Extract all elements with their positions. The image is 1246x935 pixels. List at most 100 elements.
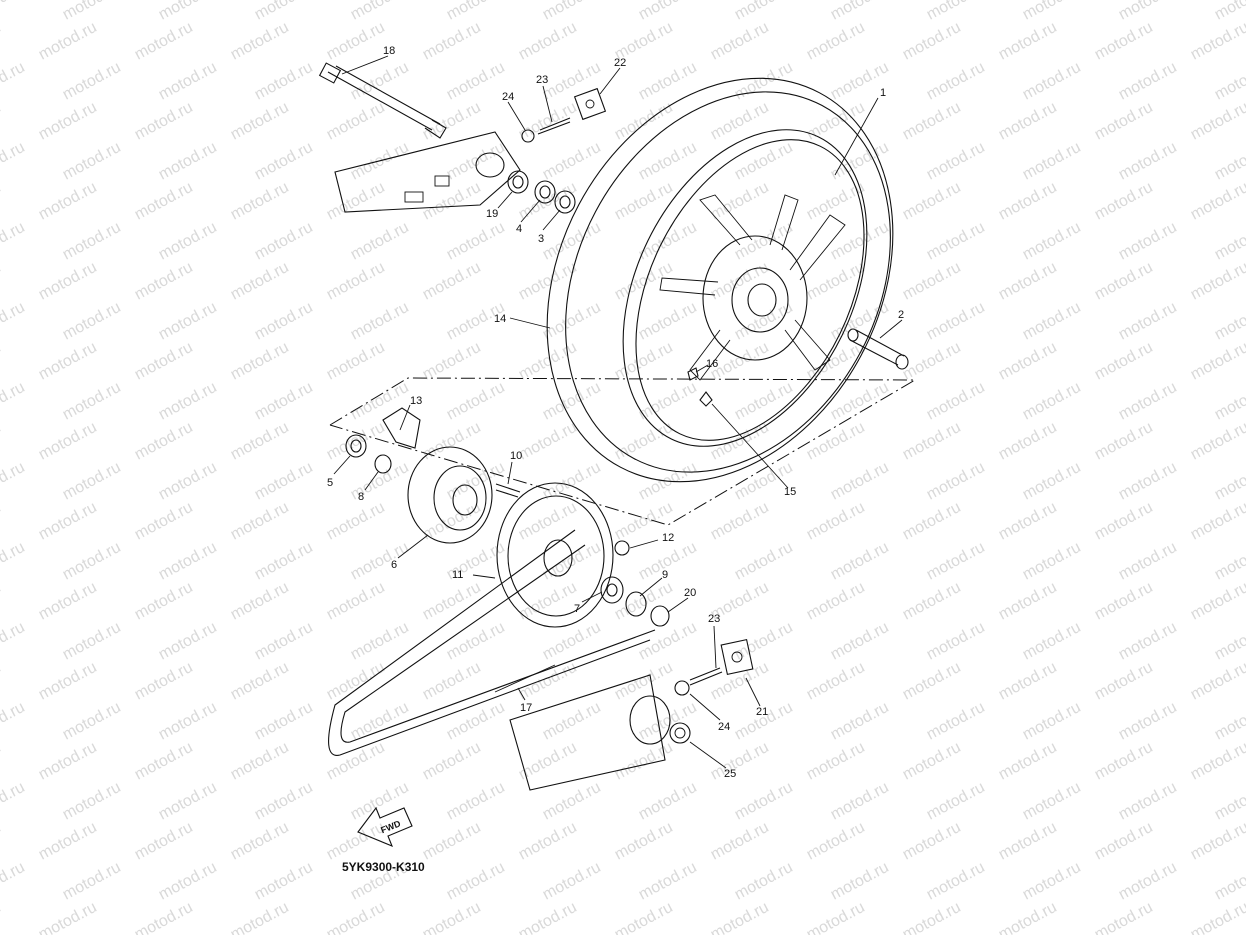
watermark-text: motod.ru bbox=[420, 259, 484, 304]
watermark-text: motod.ru bbox=[324, 499, 388, 544]
watermark-text: motod.ru bbox=[708, 659, 772, 704]
watermark-text: motod.ru bbox=[0, 659, 4, 704]
watermark-text: motod.ru bbox=[1188, 819, 1246, 864]
watermark-text: motod.ru bbox=[348, 379, 412, 424]
watermark-text: motod.ru bbox=[804, 659, 868, 704]
watermark-text: motod.ru bbox=[804, 499, 868, 544]
watermark-text: motod.ru bbox=[708, 499, 772, 544]
spacer-19 bbox=[507, 170, 529, 194]
watermark-text: motod.ru bbox=[1212, 59, 1246, 104]
watermark-text: motod.ru bbox=[900, 419, 964, 464]
watermark-text: motod.ru bbox=[612, 259, 676, 304]
watermark-text: motod.ru bbox=[252, 59, 316, 104]
watermark-text: motod.ru bbox=[324, 99, 388, 144]
watermark-text: motod.ru bbox=[0, 859, 28, 904]
watermark-text: motod.ru bbox=[1116, 219, 1180, 264]
watermark-text: motod.ru bbox=[924, 859, 988, 904]
watermark-text: motod.ru bbox=[540, 699, 604, 744]
watermark-text: motod.ru bbox=[60, 859, 124, 904]
watermark-text: motod.ru bbox=[348, 219, 412, 264]
watermark-text: motod.ru bbox=[612, 819, 676, 864]
stud-bolt-10 bbox=[495, 483, 521, 498]
watermark-text: motod.ru bbox=[156, 59, 220, 104]
watermark-text: motod.ru bbox=[708, 739, 772, 784]
bolt-23-top bbox=[537, 117, 571, 135]
watermark-text: motod.ru bbox=[36, 659, 100, 704]
callout-25: 25 bbox=[724, 768, 736, 780]
watermark-text: motod.ru bbox=[636, 859, 700, 904]
watermark-text: motod.ru bbox=[324, 739, 388, 784]
watermark-text: motod.ru bbox=[996, 899, 1060, 935]
watermark-text: motod.ru bbox=[708, 179, 772, 224]
watermark-text: motod.ru bbox=[420, 819, 484, 864]
leader-lines bbox=[333, 55, 903, 769]
watermark-text: motod.ru bbox=[804, 259, 868, 304]
watermark-text: motod.ru bbox=[1092, 499, 1156, 544]
callout-22: 22 bbox=[614, 57, 626, 69]
callout-5: 5 bbox=[327, 477, 333, 489]
watermark-text: motod.ru bbox=[228, 99, 292, 144]
watermark-text: motod.ru bbox=[156, 619, 220, 664]
watermark-text: motod.ru bbox=[1188, 259, 1246, 304]
watermark-text: motod.ru bbox=[732, 539, 796, 584]
watermark-text: motod.ru bbox=[60, 139, 124, 184]
watermark-text: motod.ru bbox=[1212, 299, 1246, 344]
watermark-text: motod.ru bbox=[924, 779, 988, 824]
watermark-text: motod.ru bbox=[0, 59, 28, 104]
watermark-text: motod.ru bbox=[60, 299, 124, 344]
watermark-text: motod.ru bbox=[1020, 699, 1084, 744]
watermark-text: motod.ru bbox=[900, 259, 964, 304]
watermark-text: motod.ru bbox=[1092, 339, 1156, 384]
watermark-text: motod.ru bbox=[804, 819, 868, 864]
callout-19: 19 bbox=[486, 208, 498, 220]
watermark-text: motod.ru bbox=[828, 139, 892, 184]
watermark-text: motod.ru bbox=[36, 259, 100, 304]
callout-4: 4 bbox=[516, 223, 522, 235]
watermark-text: motod.ru bbox=[60, 619, 124, 664]
watermark-text: motod.ru bbox=[804, 179, 868, 224]
watermark-text: motod.ru bbox=[732, 299, 796, 344]
watermark-text: motod.ru bbox=[1092, 899, 1156, 935]
watermark-text: motod.ru bbox=[0, 179, 4, 224]
watermark-text: motod.ru bbox=[36, 739, 100, 784]
watermark-text: motod.ru bbox=[1116, 779, 1180, 824]
watermark-text: motod.ru bbox=[1116, 539, 1180, 584]
watermark-text: motod.ru bbox=[828, 859, 892, 904]
watermark-text: motod.ru bbox=[156, 779, 220, 824]
watermark-text: motod.ru bbox=[324, 339, 388, 384]
watermark-text: motod.ru bbox=[132, 419, 196, 464]
watermark-text: motod.ru bbox=[132, 99, 196, 144]
watermark-text: motod.ru bbox=[540, 379, 604, 424]
callout-7: 7 bbox=[574, 603, 580, 615]
watermark-text: motod.ru bbox=[636, 699, 700, 744]
watermark-text: motod.ru bbox=[1020, 859, 1084, 904]
watermark-text: motod.ru bbox=[1020, 59, 1084, 104]
watermark-text: motod.ru bbox=[804, 99, 868, 144]
valve-cap-16 bbox=[687, 367, 699, 381]
callout-23-top: 23 bbox=[536, 74, 548, 86]
watermark-text: motod.ru bbox=[924, 299, 988, 344]
watermark-text: motod.ru bbox=[0, 739, 4, 784]
watermark-text: motod.ru bbox=[0, 899, 4, 935]
watermark-text: motod.ru bbox=[348, 539, 412, 584]
watermark-text: motod.ru bbox=[252, 859, 316, 904]
watermark-text: motod.ru bbox=[0, 779, 28, 824]
callout-23-bottom: 23 bbox=[708, 613, 720, 625]
watermark-text: motod.ru bbox=[1188, 739, 1246, 784]
watermark-text: motod.ru bbox=[900, 499, 964, 544]
chain-puller-21 bbox=[720, 638, 754, 676]
watermark-text: motod.ru bbox=[36, 339, 100, 384]
watermark-text: motod.ru bbox=[0, 619, 28, 664]
callout-3: 3 bbox=[538, 233, 544, 245]
watermark-text: motod.ru bbox=[612, 739, 676, 784]
watermark-text: motod.ru bbox=[708, 419, 772, 464]
watermark-text: motod.ru bbox=[348, 699, 412, 744]
watermark-text: motod.ru bbox=[1212, 779, 1246, 824]
watermark-text: motod.ru bbox=[996, 499, 1060, 544]
watermark-text: motod.ru bbox=[828, 779, 892, 824]
watermark-text: motod.ru bbox=[732, 379, 796, 424]
watermark-text: motod.ru bbox=[156, 859, 220, 904]
watermark-text: motod.ru bbox=[132, 659, 196, 704]
watermark-text: motod.ru bbox=[828, 219, 892, 264]
